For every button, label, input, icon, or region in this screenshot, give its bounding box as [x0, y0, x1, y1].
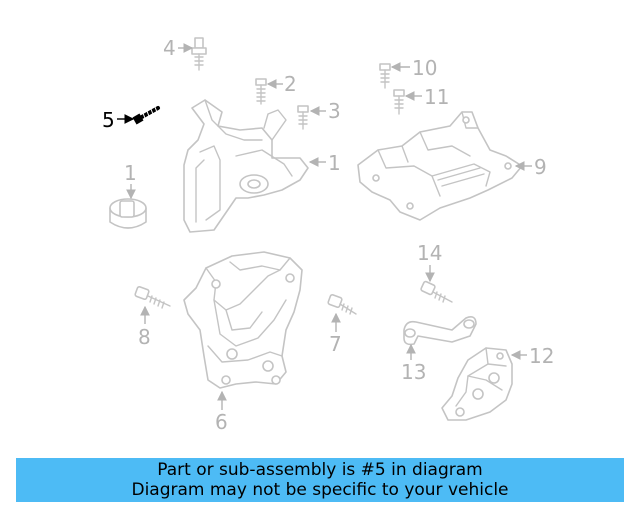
- part-5-bolt[interactable]: [132, 106, 160, 125]
- callout-4: 4: [163, 36, 176, 60]
- part-12-rear-bracket[interactable]: [441, 347, 513, 421]
- part-13-torque-rod[interactable]: [403, 316, 477, 346]
- callout-1-upper: 1: [328, 151, 341, 175]
- callout-8: 8: [138, 325, 151, 349]
- callout-11: 11: [424, 85, 449, 109]
- part-9-bracket[interactable]: [357, 111, 523, 221]
- part-4-stud[interactable]: [191, 37, 207, 71]
- callout-3: 3: [328, 99, 341, 123]
- callout-9: 9: [534, 155, 547, 179]
- part-1-engine-mount[interactable]: [183, 99, 309, 233]
- callout-10: 10: [412, 56, 437, 80]
- callout-6: 6: [215, 410, 228, 434]
- callout-13: 13: [401, 360, 426, 384]
- part-2-bolt[interactable]: [255, 78, 267, 105]
- callout-5: 5: [102, 108, 115, 132]
- part-6-transmission-mount[interactable]: [183, 251, 303, 389]
- part-11-bolt[interactable]: [393, 89, 405, 115]
- parts-diagram: 4 5 2 3 1 1: [102, 36, 554, 434]
- callout-1-lower: 1: [124, 161, 137, 185]
- callout-7: 7: [329, 332, 342, 356]
- part-1-bushing[interactable]: [109, 198, 147, 229]
- part-10-bolt[interactable]: [379, 63, 391, 89]
- banner-line-2: Diagram may not be specific to your vehi…: [131, 480, 509, 500]
- callout-2: 2: [284, 72, 297, 96]
- part-3-bolt[interactable]: [297, 105, 309, 130]
- part-14-bolt[interactable]: [420, 280, 453, 303]
- info-banner: Part or sub-assembly is #5 in diagram Di…: [16, 458, 624, 502]
- banner-line-1: Part or sub-assembly is #5 in diagram: [157, 460, 483, 480]
- part-8-bolt[interactable]: [134, 286, 171, 309]
- callout-12: 12: [529, 344, 554, 368]
- callout-14: 14: [417, 241, 442, 265]
- part-7-bolt[interactable]: [327, 294, 357, 315]
